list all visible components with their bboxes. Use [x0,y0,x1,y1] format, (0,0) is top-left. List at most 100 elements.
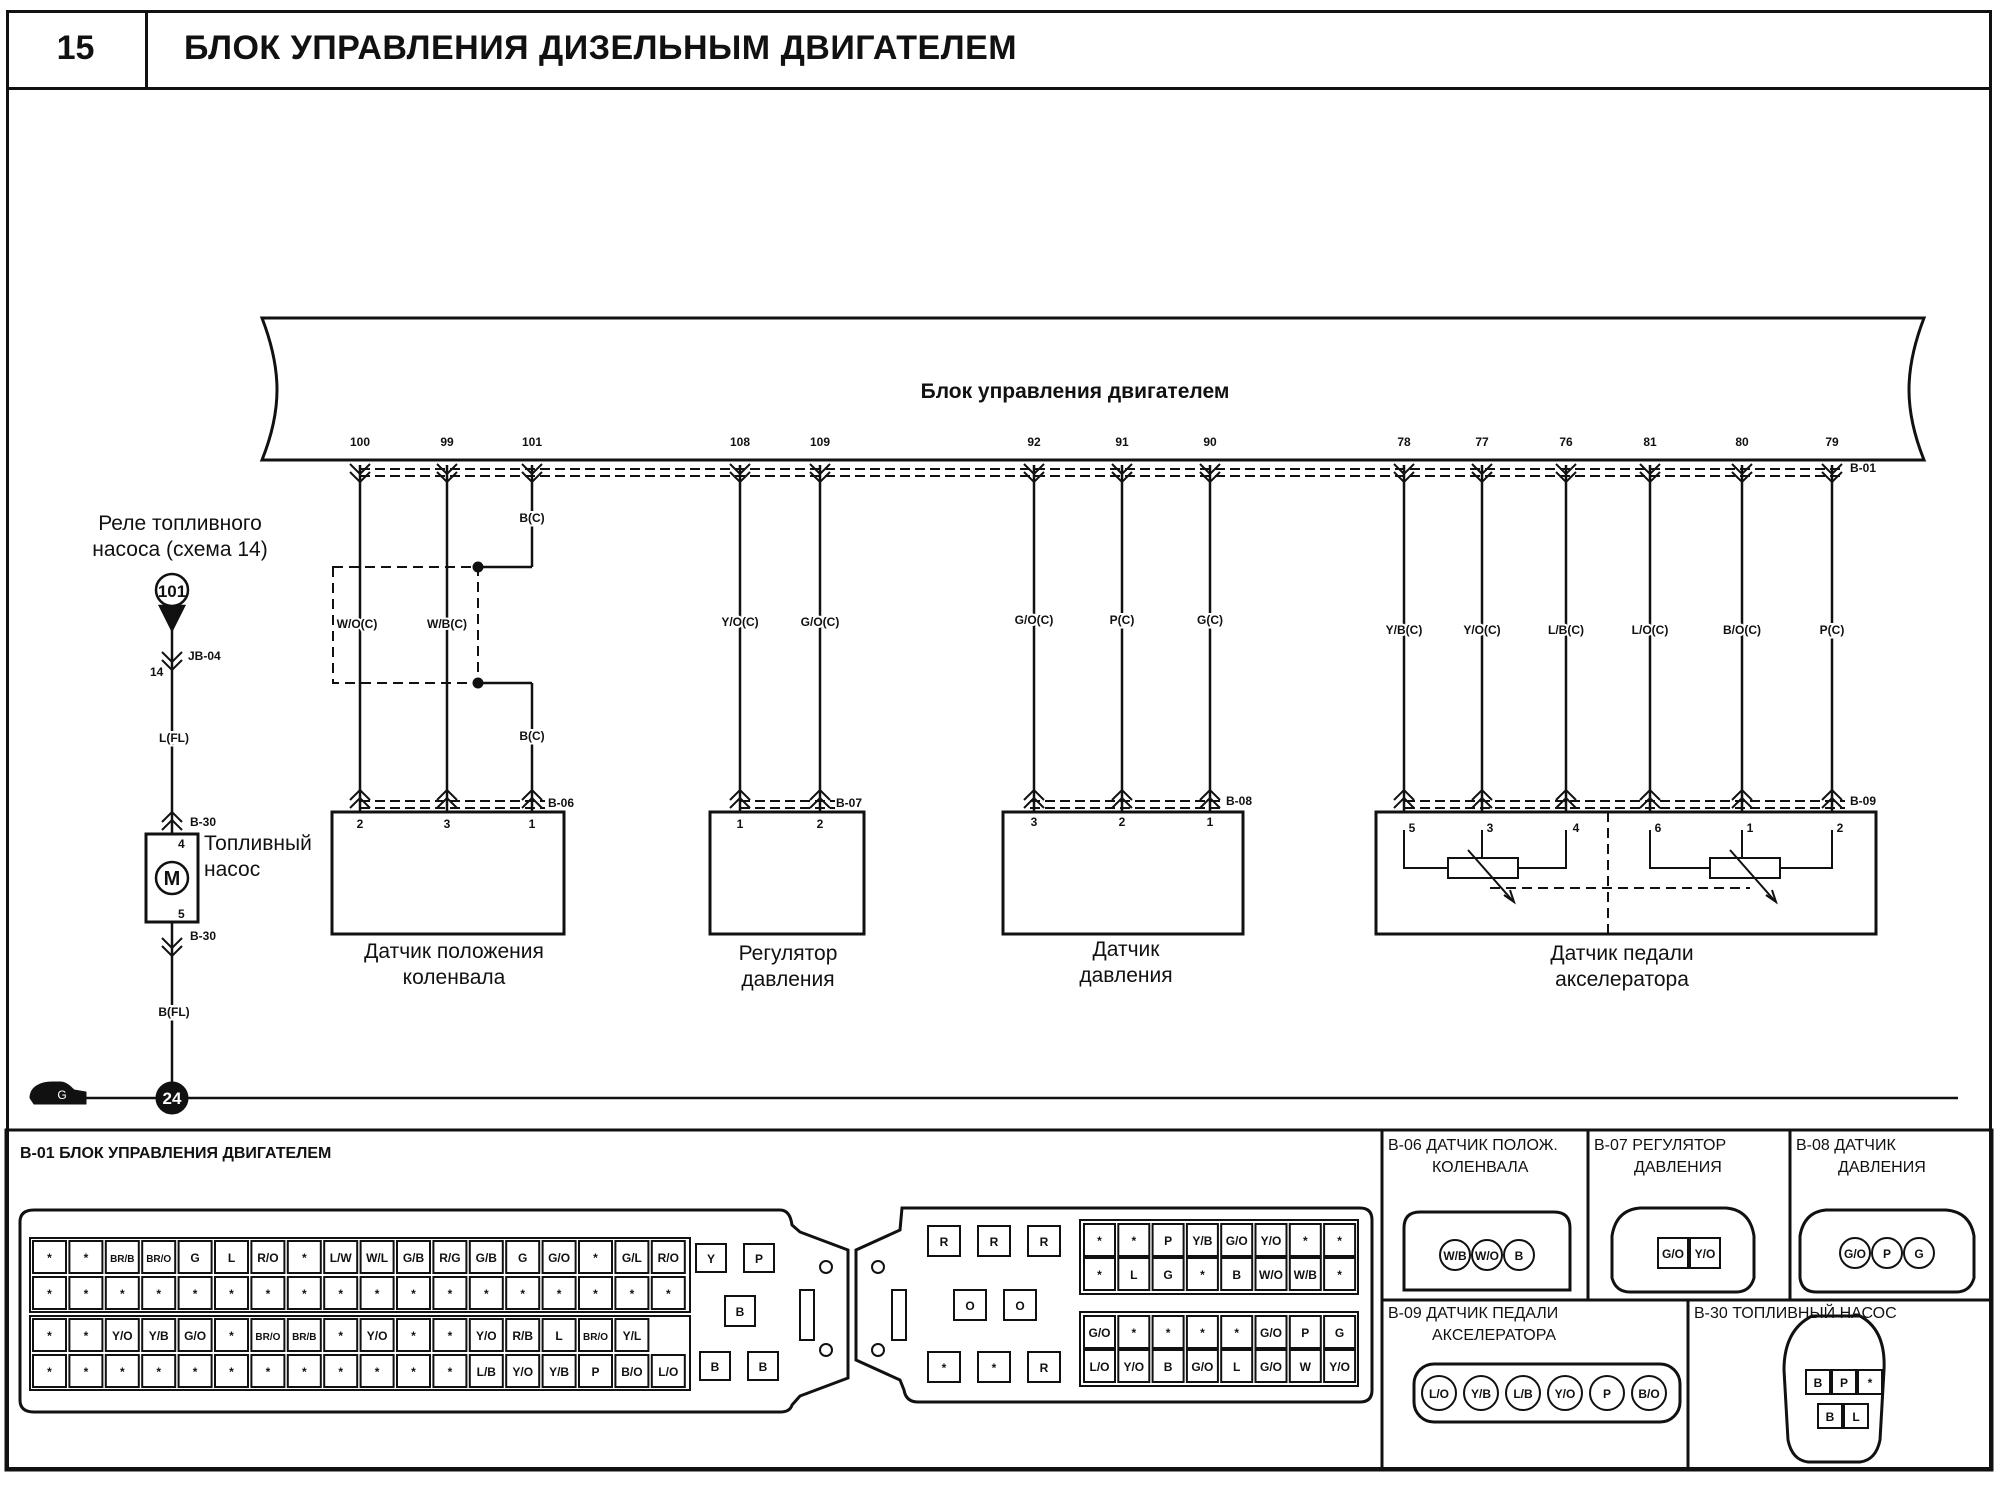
b01-pin-label: Y/L [623,1329,642,1343]
pedal-connector-label: B-09 [1850,794,1876,808]
b09-pin-label: Y/O [1555,1387,1576,1401]
pin-number: 1 [737,817,744,831]
relay-node [154,572,190,608]
ecu-pin: 77 [1475,435,1489,449]
b01-pin: G/O [1254,1315,1288,1349]
ecu-pin: 90 [1203,435,1217,449]
b01-pin: G [505,1240,541,1274]
b01-pin-label: * [229,1287,234,1301]
crank-sensor-label: Датчик положения [364,940,544,963]
b09-shield-line [1405,800,1845,809]
b01-pin-label: * [229,1365,234,1379]
b01-pin-label: B [1232,1268,1241,1282]
b01-pin: G/B [396,1240,431,1274]
b01-pin: * [578,1240,613,1274]
b30-pin-label: L [1852,1410,1859,1424]
b01-pin-label: B/O [621,1365,642,1379]
pressure-reg-connector-label: B-07 [836,796,862,810]
b01-pin-label: * [302,1287,307,1301]
b01-pin-label: G/B [403,1251,425,1265]
motor-letter: M [164,868,181,890]
b01-pin-label: * [375,1365,380,1379]
b01-pin: * [286,1354,322,1388]
b01-pin: * [977,1351,1011,1383]
b01-pin-label: * [338,1287,343,1301]
jb-label: JB-04 [188,649,221,663]
b09-pin-label: L/B [1513,1387,1533,1401]
b01-pin-label: B [736,1305,745,1319]
wire-label: G/O(C) [1015,613,1054,627]
b01-pin: P [743,1243,775,1273]
b09-pin: L/B [1505,1375,1541,1411]
b01-pin: L/W [323,1240,359,1274]
ecu-label: Блок управления двигателем [921,380,1230,403]
ecu-pin: 108 [730,435,750,449]
b01-pin-label: Y/O [512,1365,533,1379]
b01-pin-label: G [1335,1326,1344,1340]
b01-pin: G [1151,1257,1185,1291]
b01-pin-label: L [1130,1268,1137,1282]
ecu-pin: 99 [440,435,454,449]
b06-shield-line [360,800,545,809]
b01-pin-label: G/O [1191,1360,1213,1374]
b01-pin-label: * [1131,1326,1136,1340]
b08-shield-line [1030,800,1225,809]
b01-pin-label: * [448,1365,453,1379]
b01-pin-label: * [302,1365,307,1379]
fuel-pump-circuit [34,604,1958,1100]
crank-connector-label: B-06 [548,796,574,810]
b01-pin-label: * [47,1287,52,1301]
wire-label: B/O(C) [1723,623,1761,637]
jb-pin: 14 [150,665,164,679]
b01-pin: B [1220,1257,1254,1291]
b01-pin: Y/B [1185,1223,1219,1257]
b01-pin: R/G [432,1240,468,1274]
b30-pin-label: B [1814,1376,1823,1390]
wire-label: Y/O(C) [1463,623,1500,637]
ecu-pin: 101 [522,435,542,449]
relay-wire-label: L(FL) [159,731,189,745]
b01-pin: * [396,1318,431,1352]
b01-pin: P [1151,1223,1185,1257]
pedal-sensor-box [1374,810,1878,936]
b01-pin: * [323,1354,359,1388]
b30-pin: L [1843,1403,1869,1429]
ecu-shield-line [360,468,1845,477]
b07-pin: Y/O [1689,1237,1721,1269]
b01-pin: BR/B [286,1318,322,1352]
pin-number: 4 [1573,821,1580,835]
page-number: 15 [6,10,148,90]
b07-pin-label: Y/O [1695,1247,1716,1261]
b01-pin: G/B [468,1240,504,1274]
pump-conn-top: B-30 [190,815,216,829]
b01-pin: L/B [468,1354,504,1388]
ecu-pin: 100 [350,435,370,449]
b08-pin: G/O [1839,1237,1871,1269]
b01-pin-label: G [190,1251,199,1265]
fuel-pump-label: Топливный [204,832,312,855]
wire-label: L/B(C) [1548,623,1584,637]
b01-pin: O [1003,1289,1037,1321]
b01-pin-label: * [266,1365,271,1379]
b09-title-2: АКСЕЛЕРАТОРА [1432,1327,1556,1344]
b01-pin: * [286,1276,322,1310]
b30-pin-label: * [1868,1376,1873,1390]
b30-housing [1782,1314,1886,1464]
b08-housing [1798,1208,1976,1294]
b09-pin-label: L/O [1429,1387,1449,1401]
b30-pin: B [1805,1369,1831,1395]
b01-pin-label: * [666,1287,671,1301]
b01-pin: * [1220,1315,1254,1349]
b01-pin-label: * [557,1287,562,1301]
b01-pin-label: G [518,1251,527,1265]
b01-pin-label: B [759,1360,768,1374]
b01-pin: * [1083,1223,1116,1257]
b01-pin: * [1083,1257,1116,1291]
b01-pin: * [1117,1315,1151,1349]
wire-label: P(C) [1110,613,1135,627]
b01-pin-label: * [302,1251,307,1265]
b01-pin: G/O [541,1240,577,1274]
b01-pin: R/B [505,1318,541,1352]
b01-pin-label: G/O [548,1251,570,1265]
b01-pin-label: * [84,1251,89,1265]
